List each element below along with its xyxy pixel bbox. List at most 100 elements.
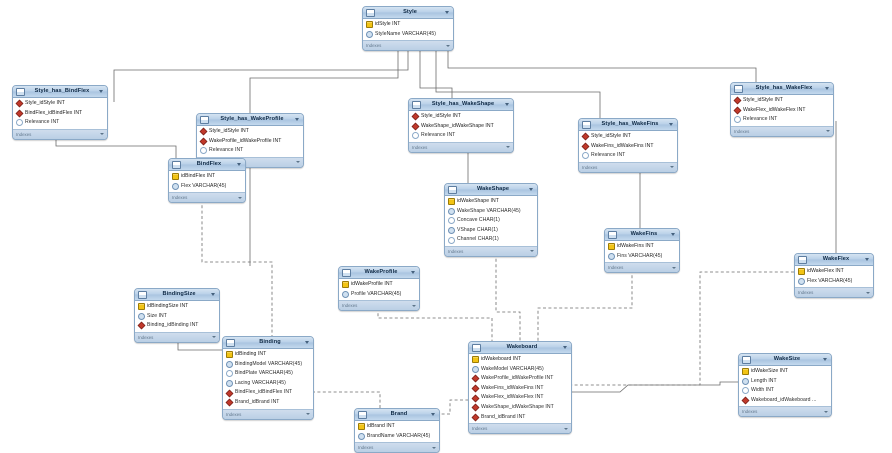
column-row[interactable]: Concave CHAR(1) bbox=[445, 216, 537, 226]
column-row[interactable]: Style_idStyle INT bbox=[731, 96, 833, 106]
chevron-down-icon[interactable] bbox=[237, 163, 241, 166]
expand-indexes-icon[interactable] bbox=[306, 413, 310, 416]
column-row[interactable]: idBindingSize INT bbox=[135, 302, 219, 312]
column-row[interactable]: WakeFlex_idWakeFlex INT bbox=[469, 393, 571, 403]
column-row[interactable]: Binding_idBinding INT bbox=[135, 321, 219, 331]
column-row[interactable]: WakeShape_idWakeShape INT bbox=[469, 403, 571, 413]
column-row[interactable]: idWakeFins INT bbox=[605, 242, 679, 252]
expand-indexes-icon[interactable] bbox=[412, 304, 416, 307]
chevron-down-icon[interactable] bbox=[99, 90, 103, 93]
column-row[interactable]: idWakeShape INT bbox=[445, 197, 537, 207]
column-row[interactable]: idWakeSize INT bbox=[739, 367, 831, 377]
column-row[interactable]: WakeFlex_idWakeFlex INT bbox=[731, 106, 833, 116]
column-row[interactable]: Relevance INT bbox=[579, 151, 677, 161]
table-header-style_has_wakefins[interactable]: Style_has_WakeFins bbox=[579, 119, 677, 131]
column-row[interactable]: BindFlex_idBindFlex INT bbox=[223, 388, 313, 398]
column-row[interactable]: Wakeboard_idWakeboard ... bbox=[739, 396, 831, 406]
table-header-brand[interactable]: Brand bbox=[355, 409, 439, 421]
chevron-down-icon[interactable] bbox=[563, 346, 567, 349]
table-indexes-footer[interactable]: Indexes bbox=[355, 442, 439, 453]
table-indexes-footer[interactable]: Indexes bbox=[363, 40, 453, 51]
table-indexes-footer[interactable]: Indexes bbox=[469, 423, 571, 434]
expand-indexes-icon[interactable] bbox=[824, 410, 828, 413]
chevron-down-icon[interactable] bbox=[411, 271, 415, 274]
chevron-down-icon[interactable] bbox=[305, 341, 309, 344]
chevron-down-icon[interactable] bbox=[669, 123, 673, 126]
chevron-down-icon[interactable] bbox=[295, 118, 299, 121]
column-row[interactable]: Brand_idBrand INT bbox=[469, 413, 571, 423]
table-indexes-footer[interactable]: Indexes bbox=[445, 245, 537, 256]
column-row[interactable]: idWakeProfile INT bbox=[339, 280, 419, 290]
column-row[interactable]: WakeShape_idWakeShape INT bbox=[409, 122, 513, 132]
column-row[interactable]: Style_idStyle INT bbox=[409, 112, 513, 122]
table-indexes-footer[interactable]: Indexes bbox=[13, 128, 107, 139]
column-row[interactable]: idWakeboard INT bbox=[469, 355, 571, 365]
expand-indexes-icon[interactable] bbox=[100, 133, 104, 136]
column-row[interactable]: StyleName VARCHAR(45) bbox=[363, 30, 453, 40]
expand-indexes-icon[interactable] bbox=[296, 161, 300, 164]
chevron-down-icon[interactable] bbox=[505, 103, 509, 106]
column-row[interactable]: Channel CHAR(1) bbox=[445, 235, 537, 245]
table-indexes-footer[interactable]: Indexes bbox=[731, 125, 833, 136]
table-header-style[interactable]: Style bbox=[363, 7, 453, 19]
column-row[interactable]: WakeModel VARCHAR(45) bbox=[469, 365, 571, 375]
column-row[interactable]: Fins VARCHAR(45) bbox=[605, 252, 679, 262]
table-indexes-footer[interactable]: Indexes bbox=[339, 300, 419, 311]
table-header-wakeboard[interactable]: Wakeboard bbox=[469, 342, 571, 354]
expand-indexes-icon[interactable] bbox=[446, 44, 450, 47]
column-row[interactable]: Style_idStyle INT bbox=[579, 132, 677, 142]
table-indexes-footer[interactable]: Indexes bbox=[739, 406, 831, 417]
column-row[interactable]: WakeFins_idWakeFins INT bbox=[469, 384, 571, 394]
chevron-down-icon[interactable] bbox=[445, 11, 449, 14]
column-row[interactable]: Flex VARCHAR(45) bbox=[169, 182, 245, 192]
expand-indexes-icon[interactable] bbox=[238, 196, 242, 199]
column-row[interactable]: Relevance INT bbox=[731, 115, 833, 125]
table-header-bindflex[interactable]: BindFlex bbox=[169, 159, 245, 171]
table-indexes-footer[interactable]: Indexes bbox=[409, 141, 513, 152]
column-row[interactable]: WakeFins_idWakeFins INT bbox=[579, 142, 677, 152]
table-indexes-footer[interactable]: Indexes bbox=[795, 287, 873, 298]
column-row[interactable]: Relevance INT bbox=[13, 118, 107, 128]
table-indexes-footer[interactable]: Indexes bbox=[135, 331, 219, 342]
chevron-down-icon[interactable] bbox=[671, 233, 675, 236]
column-row[interactable]: BindingModel VARCHAR(45) bbox=[223, 360, 313, 370]
column-row[interactable]: Style_idStyle INT bbox=[197, 127, 303, 137]
table-header-wakeshape[interactable]: WakeShape bbox=[445, 184, 537, 196]
column-row[interactable]: WakeShape VARCHAR(45) bbox=[445, 207, 537, 217]
chevron-down-icon[interactable] bbox=[865, 258, 869, 261]
column-row[interactable]: idBrand INT bbox=[355, 422, 439, 432]
column-row[interactable]: BindPlate VARCHAR(45) bbox=[223, 369, 313, 379]
column-row[interactable]: idBindFlex INT bbox=[169, 172, 245, 182]
column-row[interactable]: BindFlex_idBindFlex INT bbox=[13, 109, 107, 119]
table-indexes-footer[interactable]: Indexes bbox=[169, 192, 245, 203]
column-row[interactable]: Length INT bbox=[739, 377, 831, 387]
chevron-down-icon[interactable] bbox=[211, 293, 215, 296]
table-header-wakesize[interactable]: WakeSize bbox=[739, 354, 831, 366]
table-header-bindingsize[interactable]: BindingSize bbox=[135, 289, 219, 301]
expand-indexes-icon[interactable] bbox=[866, 291, 870, 294]
column-row[interactable]: idWakeFlex INT bbox=[795, 267, 873, 277]
table-indexes-footer[interactable]: Indexes bbox=[223, 408, 313, 419]
column-row[interactable]: Size INT bbox=[135, 312, 219, 322]
expand-indexes-icon[interactable] bbox=[826, 130, 830, 133]
column-row[interactable]: BrandName VARCHAR(45) bbox=[355, 432, 439, 442]
expand-indexes-icon[interactable] bbox=[530, 250, 534, 253]
chevron-down-icon[interactable] bbox=[825, 87, 829, 90]
table-header-binding[interactable]: Binding bbox=[223, 337, 313, 349]
column-row[interactable]: Brand_idBrand INT bbox=[223, 398, 313, 408]
column-row[interactable]: Lacing VARCHAR(45) bbox=[223, 379, 313, 389]
table-header-style_has_bindflex[interactable]: Style_has_BindFlex bbox=[13, 86, 107, 98]
table-header-style_has_wakeprofile[interactable]: Style_has_WakeProfile bbox=[197, 114, 303, 126]
